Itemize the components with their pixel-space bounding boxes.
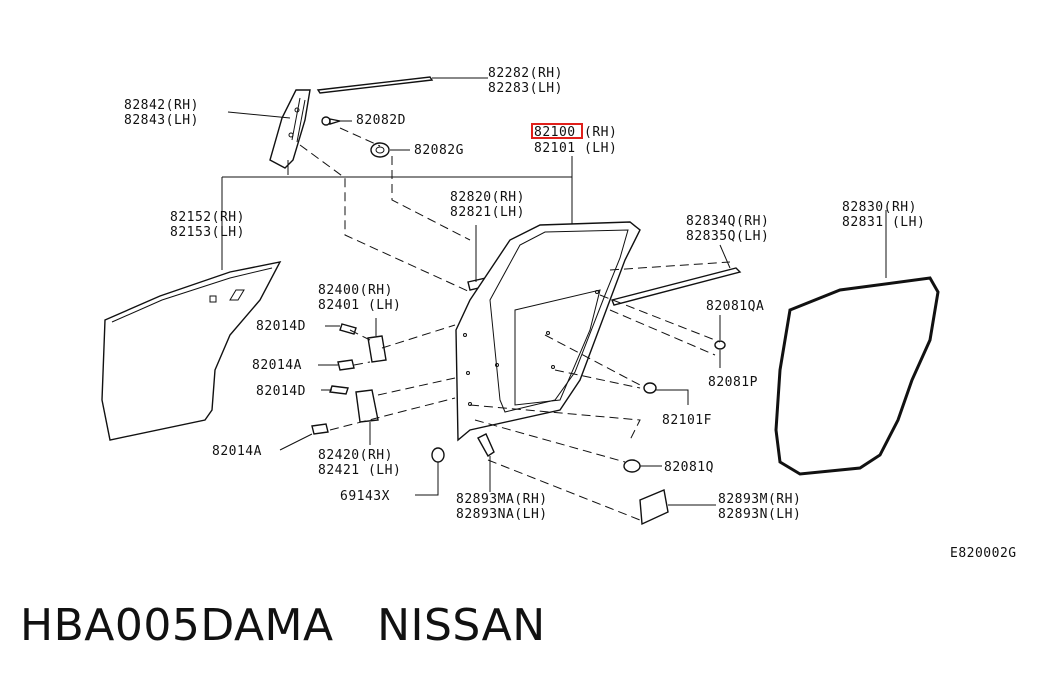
label-82014d-upper: 82014D bbox=[256, 319, 306, 334]
part-number-caption: HBA005DAMA NISSAN bbox=[20, 600, 546, 651]
label-82421: 82421 (LH) bbox=[318, 463, 401, 478]
hinge-upper-part bbox=[367, 318, 387, 363]
label-82420: 82420(RH) bbox=[318, 448, 393, 463]
label-82100: 82100 bbox=[534, 125, 576, 140]
label-82153: 82153(LH) bbox=[170, 225, 245, 240]
label-82820: 82820(RH) bbox=[450, 190, 525, 205]
clip-82101f-part bbox=[643, 382, 689, 405]
label-82081qa: 82081QA bbox=[706, 299, 764, 314]
label-82834q: 82834Q(RH) bbox=[686, 214, 769, 229]
label-82081p: 82081P bbox=[708, 375, 758, 390]
label-82893na: 82893NA(LH) bbox=[456, 507, 548, 522]
label-82821: 82821(LH) bbox=[450, 205, 525, 220]
label-82835q: 82835Q(LH) bbox=[686, 229, 769, 244]
label-82401: 82401 (LH) bbox=[318, 298, 401, 313]
parts-diagram: 82282(RH) 82283(LH) 82842(RH) 82843(LH) … bbox=[101, 66, 1017, 561]
label-82893m: 82893M(RH) bbox=[718, 492, 801, 507]
label-82101f: 82101F bbox=[662, 413, 712, 428]
label-82014d-lower: 82014D bbox=[256, 384, 306, 399]
label-82101: 82101 (LH) bbox=[534, 141, 617, 156]
clip-82081q-part bbox=[623, 459, 662, 473]
label-82831: 82831 (LH) bbox=[842, 215, 925, 230]
sash-tape-outer-part bbox=[639, 489, 716, 526]
outer-moulding-part bbox=[611, 244, 742, 306]
label-82100-rh: (RH) bbox=[584, 125, 617, 140]
door-shell-part bbox=[455, 221, 641, 442]
door-skin-part bbox=[101, 261, 282, 441]
bolt-82014d-lower-part bbox=[321, 385, 349, 395]
bolt-82014a-upper-part bbox=[318, 359, 355, 371]
label-82893n: 82893N(LH) bbox=[718, 507, 801, 522]
label-69143x: 69143X bbox=[340, 489, 390, 504]
label-82893ma: 82893MA(RH) bbox=[456, 492, 548, 507]
bolt-82014a-lower-part bbox=[279, 423, 329, 451]
bolt-82014d-upper-part bbox=[325, 323, 357, 335]
label-82082g: 82082G bbox=[414, 143, 464, 158]
label-82830: 82830(RH) bbox=[842, 200, 917, 215]
grommet-82082g-part bbox=[370, 142, 410, 158]
label-82152: 82152(RH) bbox=[170, 210, 245, 225]
label-82014a-lower: 82014A bbox=[212, 444, 262, 459]
label-82082d: 82082D bbox=[356, 113, 406, 128]
corner-garnish-part bbox=[227, 89, 311, 175]
screw-82082d-part bbox=[321, 116, 352, 126]
label-82282: 82282(RH) bbox=[488, 66, 563, 81]
clip-82081qa-part bbox=[714, 315, 726, 350]
label-82014a-upper: 82014A bbox=[252, 358, 302, 373]
label-82081q: 82081Q bbox=[664, 460, 714, 475]
hinge-lower-part bbox=[355, 389, 379, 445]
diagram-code: E820002G bbox=[950, 546, 1017, 561]
door-weatherstrip-part bbox=[774, 210, 940, 476]
highlight-box-82100 bbox=[531, 123, 583, 139]
label-82842: 82842(RH) bbox=[124, 98, 199, 113]
clip-69143x-part bbox=[415, 447, 445, 496]
label-82843: 82843(LH) bbox=[124, 113, 199, 128]
upper-moulding-part bbox=[316, 76, 488, 94]
label-82283: 82283(LH) bbox=[488, 81, 563, 96]
sash-tape-inner-part bbox=[477, 433, 495, 492]
label-82400: 82400(RH) bbox=[318, 283, 393, 298]
